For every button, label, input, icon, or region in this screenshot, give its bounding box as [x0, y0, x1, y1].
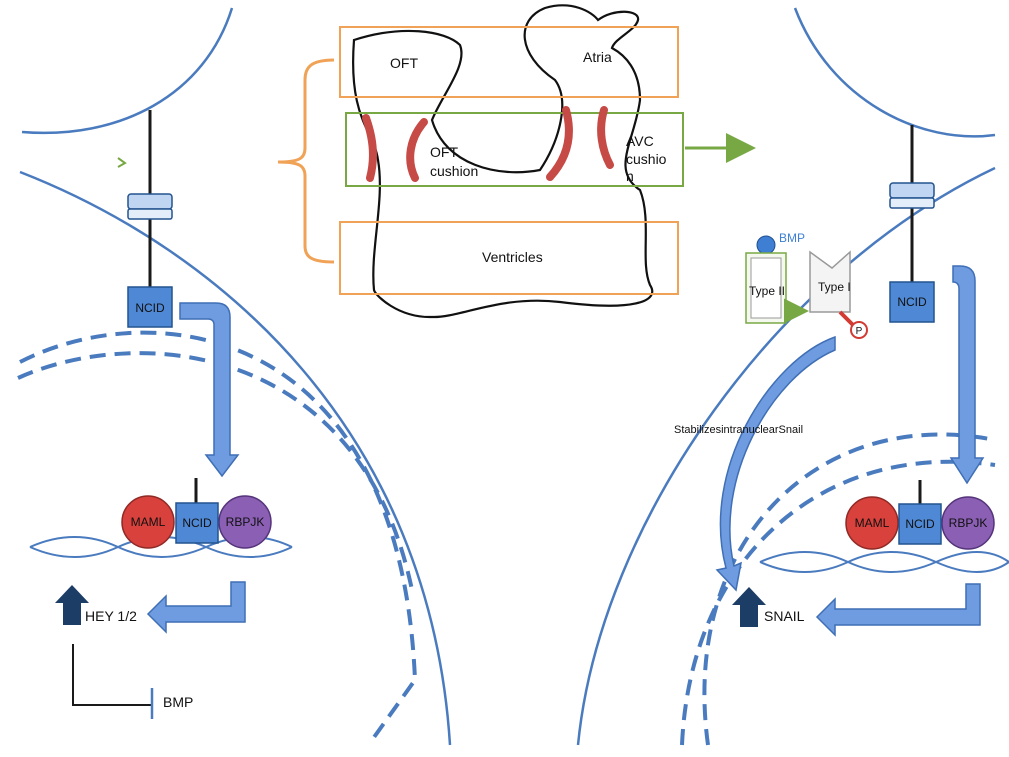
left-cell-top-membrane	[21, 7, 234, 135]
left-nuclear-envelope	[17, 351, 414, 591]
left-ncid-box	[127, 286, 173, 328]
left-maml-label: MAML	[131, 515, 166, 529]
orange-bracket	[277, 58, 335, 264]
right-target-gene-label: SNAIL	[764, 608, 805, 624]
small-green-tick	[117, 157, 127, 168]
left-rbpjk-label: RBPJK	[226, 515, 265, 529]
left-rbpjk-protein	[218, 495, 272, 549]
right-upregulation-arrow-icon	[732, 587, 766, 627]
right-notch-receptor-domain	[889, 182, 935, 199]
left-maml-protein	[121, 495, 175, 549]
right-rbpjk-protein	[941, 496, 995, 550]
left-transcription-arrow	[146, 581, 246, 634]
stabilizes-snail-label: StabilizesintranuclearSnail	[674, 424, 803, 436]
left-notch-receptor-domain-lower	[127, 208, 173, 220]
right-maml-label: MAML	[855, 516, 890, 530]
avc-label-1: AVC	[626, 133, 654, 149]
oft-cushion-right-swelling	[406, 118, 428, 182]
right-nuclear-envelope	[680, 459, 996, 746]
right-cell-inner-membrane	[576, 166, 996, 746]
cushion-region-box	[345, 112, 684, 187]
left-ncid-label: NCID	[135, 301, 165, 315]
heart-outline	[352, 4, 654, 319]
type-ii-label: Type II	[749, 284, 785, 298]
left-ncid-complex-box	[175, 502, 219, 544]
right-transcription-arrow	[815, 583, 981, 637]
right-ncid-complex-box	[898, 503, 942, 545]
heart-schematic: OFT Atria OFT cushion AVC cushio n Ventr…	[277, 4, 756, 319]
left-bmp-label: BMP	[163, 694, 193, 710]
type-ii-receptor-inner	[750, 257, 782, 319]
oft-cushion-left-swelling	[362, 114, 377, 182]
left-cell-inner-membrane	[19, 170, 452, 746]
right-ncid-translocation-arrow	[949, 265, 985, 485]
bmp-ligand-icon	[756, 235, 776, 255]
avc-cushion-left-swelling	[546, 106, 573, 181]
right-dna-strand-bottom	[759, 551, 1009, 573]
ventricles-region-box	[339, 221, 679, 295]
left-target-gene-label: HEY 1/2	[85, 608, 137, 624]
oft-label: OFT	[390, 55, 418, 71]
atria-label: Atria	[583, 49, 612, 65]
left-ncid-complex-label: NCID	[182, 516, 212, 530]
avc-cushion-right-swelling	[597, 106, 614, 169]
right-maml-protein	[845, 496, 899, 550]
phospho-link	[838, 310, 856, 328]
type-i-label: Type I	[818, 280, 851, 294]
avc-label-2: cushio	[626, 151, 667, 167]
left-notch-receptor-domain	[127, 193, 173, 210]
right-nuclear-envelope-outer	[702, 432, 996, 746]
avc-label-3: n	[626, 168, 634, 184]
right-cell-top-membrane	[793, 7, 996, 138]
right-rbpjk-label: RBPJK	[949, 516, 988, 530]
right-endocardial-cell: NCID BMP Type II Type I P Stabilizesintr…	[576, 7, 1009, 746]
bmp-ligand-label: BMP	[779, 231, 805, 245]
right-ncid-complex-label: NCID	[905, 517, 935, 531]
right-dna-strand-top	[759, 551, 1009, 573]
snail-stabilization-arrow	[715, 335, 836, 592]
phosphate-label: P	[856, 326, 863, 337]
left-inhibition-line	[72, 644, 152, 706]
right-ncid-label: NCID	[897, 295, 927, 309]
oft-cushion-label-1: OFT	[430, 144, 458, 160]
left-endocardial-cell: NCID MAML RBPJK NCID HEY 1/2 BMP	[17, 7, 452, 746]
ventricles-label: Ventricles	[482, 249, 543, 265]
left-upregulation-arrow-icon	[55, 585, 89, 625]
right-ncid-box	[889, 281, 935, 323]
left-ncid-translocation-arrow	[179, 302, 240, 478]
right-notch-receptor-domain-lower	[889, 197, 935, 209]
type-i-receptor-shape	[809, 250, 851, 313]
oft-atria-region-box	[339, 26, 679, 98]
phosphate-icon	[850, 321, 868, 339]
oft-cushion-label-2: cushion	[430, 163, 478, 179]
left-nuclear-envelope-outer	[19, 330, 418, 742]
